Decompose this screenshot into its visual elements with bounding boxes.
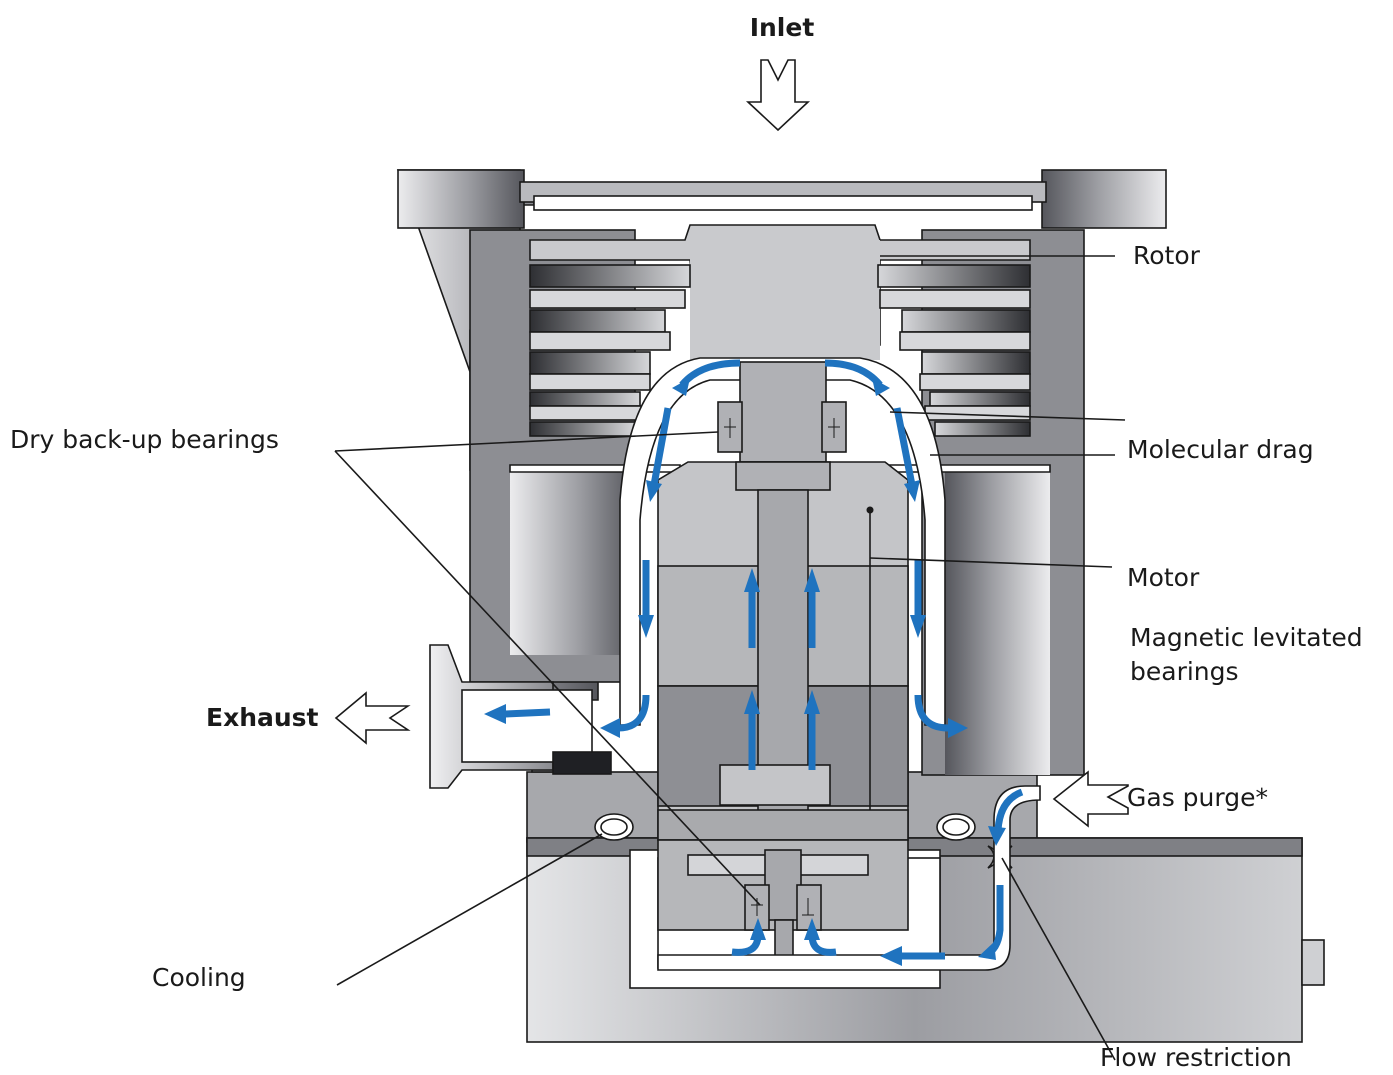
seals (594, 813, 1013, 869)
motor-block (657, 461, 909, 899)
lower-bearing-assembly (657, 809, 909, 959)
label-motor: Motor (1127, 563, 1200, 592)
label-molecular-drag: Molecular drag (1127, 435, 1314, 464)
label-rotor: Rotor (1133, 241, 1201, 270)
label-bearings: bearings (1130, 657, 1239, 686)
label-exhaust: Exhaust (206, 703, 319, 732)
label-flow-restriction: Flow restriction (1100, 1043, 1292, 1072)
label-magnetic-levitated: Magnetic levitated (1130, 623, 1363, 652)
pump-base (526, 771, 1325, 1043)
label-gas-purge: Gas purge* (1127, 783, 1268, 812)
label-cooling: Cooling (152, 963, 246, 992)
exhaust-arrow-icon (334, 691, 411, 745)
inlet-arrow-icon (745, 59, 811, 132)
gas-purge-arrow-icon (1052, 770, 1129, 828)
bearing-marks (724, 418, 840, 916)
rotor (509, 224, 1051, 473)
label-inlet: Inlet (750, 13, 815, 42)
leader-lines (334, 255, 1126, 1061)
gas-flow-arrows (484, 359, 1024, 966)
label-dry-backup-bearings: Dry back-up bearings (10, 425, 279, 454)
